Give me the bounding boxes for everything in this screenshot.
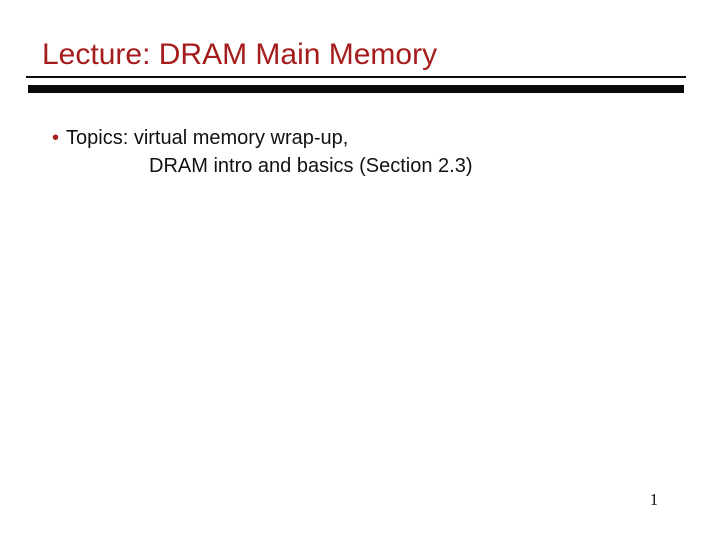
slide-title: Lecture: DRAM Main Memory (42, 38, 438, 71)
bullet-text: Topics: virtual memory wrap-up, DRAM int… (66, 124, 472, 180)
title-underline-thick (28, 85, 684, 93)
page-number: 1 (649, 490, 659, 509)
title-underline-thin (26, 76, 686, 78)
bullet-item: • Topics: virtual memory wrap-up, DRAM i… (52, 124, 472, 180)
bullet-line-2: DRAM intro and basics (Section 2.3) (149, 155, 473, 177)
bullet-line-1: Topics: virtual memory wrap-up, (66, 127, 349, 149)
bullet-marker: • (52, 127, 60, 149)
